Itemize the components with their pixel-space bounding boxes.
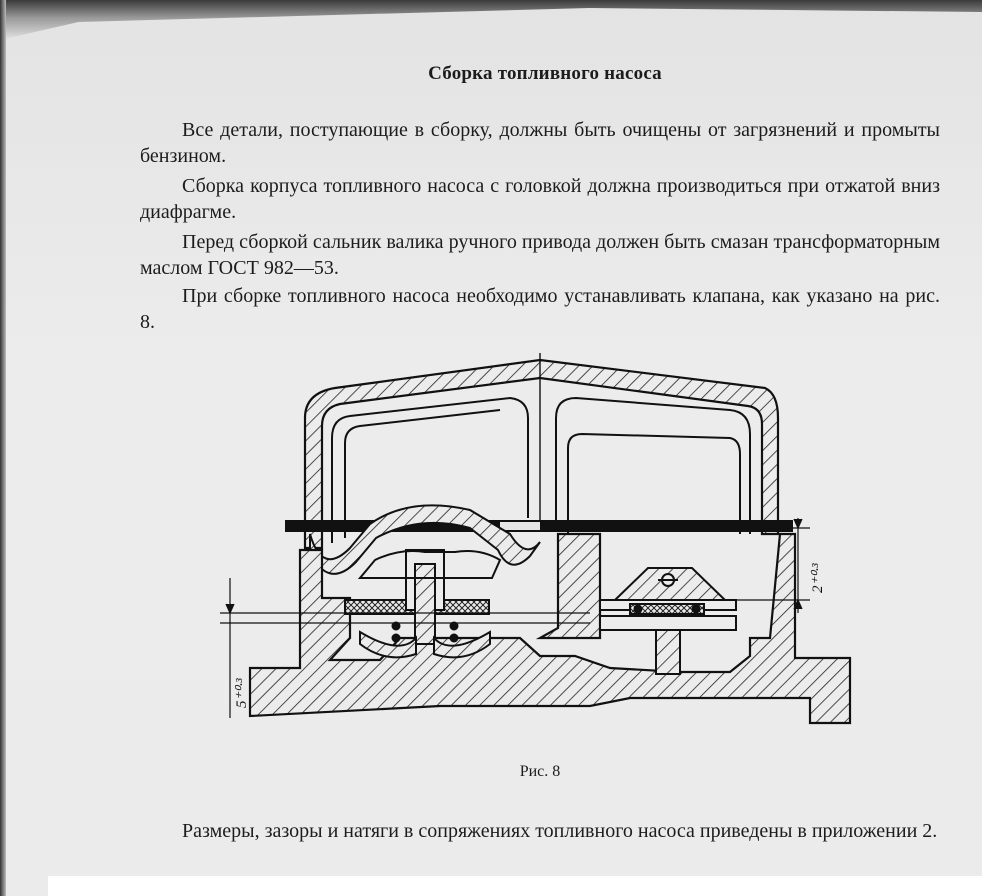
- diaphragm: [309, 504, 541, 575]
- pump-cover-inner: [331, 353, 751, 543]
- paragraph-3: Перед сборкой сальник валика ручного при…: [140, 231, 940, 279]
- scan-shadow: [0, 0, 982, 40]
- figure-caption: Рис. 8: [519, 763, 561, 780]
- left-valve-assembly: [344, 549, 502, 659]
- paragraph-2: Сборка корпуса топливного насоса с голов…: [140, 175, 940, 223]
- right-valve-assembly: [599, 567, 737, 675]
- dimension-lines: [220, 518, 810, 718]
- dimension-right-label: 2⁺⁰·³: [810, 563, 826, 593]
- paragraph-1: Все детали, поступающие в сборку, должны…: [140, 119, 940, 167]
- fuel-pump-section-drawing: 5⁺⁰·³ 2⁺⁰·³: [220, 353, 852, 725]
- scan-edge: [0, 0, 6, 896]
- scan-margin: [48, 876, 982, 896]
- section-title: Сборка топливного насоса: [428, 63, 662, 84]
- pump-cover: [303, 358, 780, 550]
- paragraph-4: При сборке топливного насоса необходимо …: [140, 285, 940, 333]
- pump-body: [248, 532, 852, 725]
- dimension-left-label: 5⁺⁰·³: [234, 678, 250, 708]
- footer-paragraph: Размеры, зазоры и натяги в сопряжениях т…: [182, 820, 938, 842]
- seal-band: [285, 520, 793, 532]
